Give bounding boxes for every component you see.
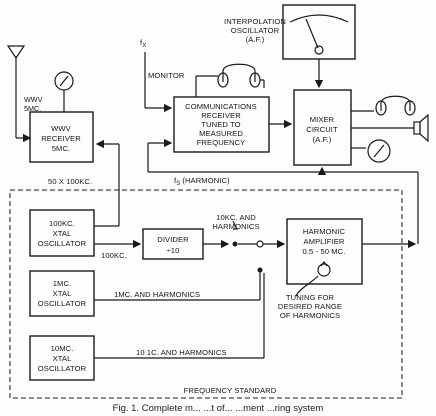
interpolation-dial-icon [282, 4, 356, 60]
output-meter-icon [367, 139, 391, 163]
frequency-standard-enclosure [9, 189, 403, 399]
tuning-line1: TUNING FOR [286, 293, 335, 302]
osc-100kc-box [29, 209, 95, 257]
wwv-receiver-line3: 5MC. [52, 144, 71, 153]
osc-1mc-line1: 1MC. [53, 279, 72, 288]
harm-amp-line1: HARMONIC [303, 227, 346, 236]
mixer-line2: CIRCUIT [306, 125, 338, 134]
fifty-x-label: 50 X 100KC. [48, 177, 92, 186]
osc-1mc-line3: OSCILLATOR [38, 299, 87, 308]
osc-100kc-line3: OSCILLATOR [38, 239, 87, 248]
out-100kc-label: 100KC. [101, 251, 127, 260]
mixer-line1: MIXER [310, 115, 335, 124]
frequency-standard-label: FREQUENCY STANDARD [184, 386, 277, 395]
osc-10mc-line3: OSCILLATOR [38, 364, 87, 373]
divider-line2: ÷10 [167, 246, 180, 255]
out-10mc-label: 10 1C. AND HARMONICS [136, 348, 227, 357]
comm-receiver-line5: FREQUENCY [197, 138, 246, 147]
fs-harmonic-label: fS(HARMONIC) [174, 176, 230, 187]
osc-10mc-line1: 10MC. [51, 344, 74, 353]
comm-receiver-line2: RECEIVER [201, 111, 241, 120]
comm-receiver-line1: COMMUNICATIONS [185, 102, 257, 111]
tuning-line3: OF HARMONICS [280, 311, 340, 320]
output-headphones-icon [375, 95, 416, 116]
wwv-meter-icon [54, 71, 74, 112]
osc-1mc-box [29, 270, 95, 317]
wwv-label-line2: 5MC. [24, 104, 41, 113]
harm-amp-line3: 0.5 - 50 MC. [303, 247, 346, 256]
selector-switch [232, 220, 264, 273]
antenna-icon [6, 45, 26, 138]
tuning-knob-icon [317, 261, 331, 277]
osc-10mc-line2: XTAL [53, 354, 72, 363]
wwv-receiver-line2: RECEIVER [41, 134, 81, 143]
interpolation-line3: (A.F.) [246, 35, 265, 44]
tenkc-line2: HARMONICS [212, 222, 259, 231]
osc-100kc-line1: 100KC. [49, 219, 75, 228]
comm-receiver-line4: MEASURED [199, 129, 243, 138]
out-1mc-label: 1MC. AND HARMONICS [114, 290, 200, 299]
wwv-receiver-line1: WWV [51, 124, 72, 133]
tenkc-line1: 10KC. AND [216, 213, 256, 222]
wwv-receiver-box [29, 111, 94, 163]
mixer-line3: (A.F.) [313, 135, 332, 144]
fx-label: fX [140, 38, 146, 49]
comm-receiver-line3: TUNED TO [201, 120, 240, 129]
interpolation-line1: INTERPOLATION [224, 17, 286, 26]
monitor-headphones-icon [217, 63, 261, 88]
interpolation-line2: OSCILLATOR [231, 26, 280, 35]
harm-amp-line2: AMPLIFIER [304, 237, 345, 246]
monitor-label: MONITOR [148, 71, 185, 80]
speaker-icon [413, 113, 429, 143]
tuning-line2: DESIRED RANGE [278, 302, 342, 311]
figure-caption: Fig. 1. Complete m... ...t of... ...ment… [113, 403, 324, 414]
wwv-label-line1: WWV [24, 95, 43, 104]
osc-1mc-line2: XTAL [53, 289, 72, 298]
osc-100kc-line2: XTAL [53, 229, 72, 238]
divider-line1: DIVIDER [157, 235, 189, 244]
harmonic-amplifier-box [286, 218, 363, 285]
